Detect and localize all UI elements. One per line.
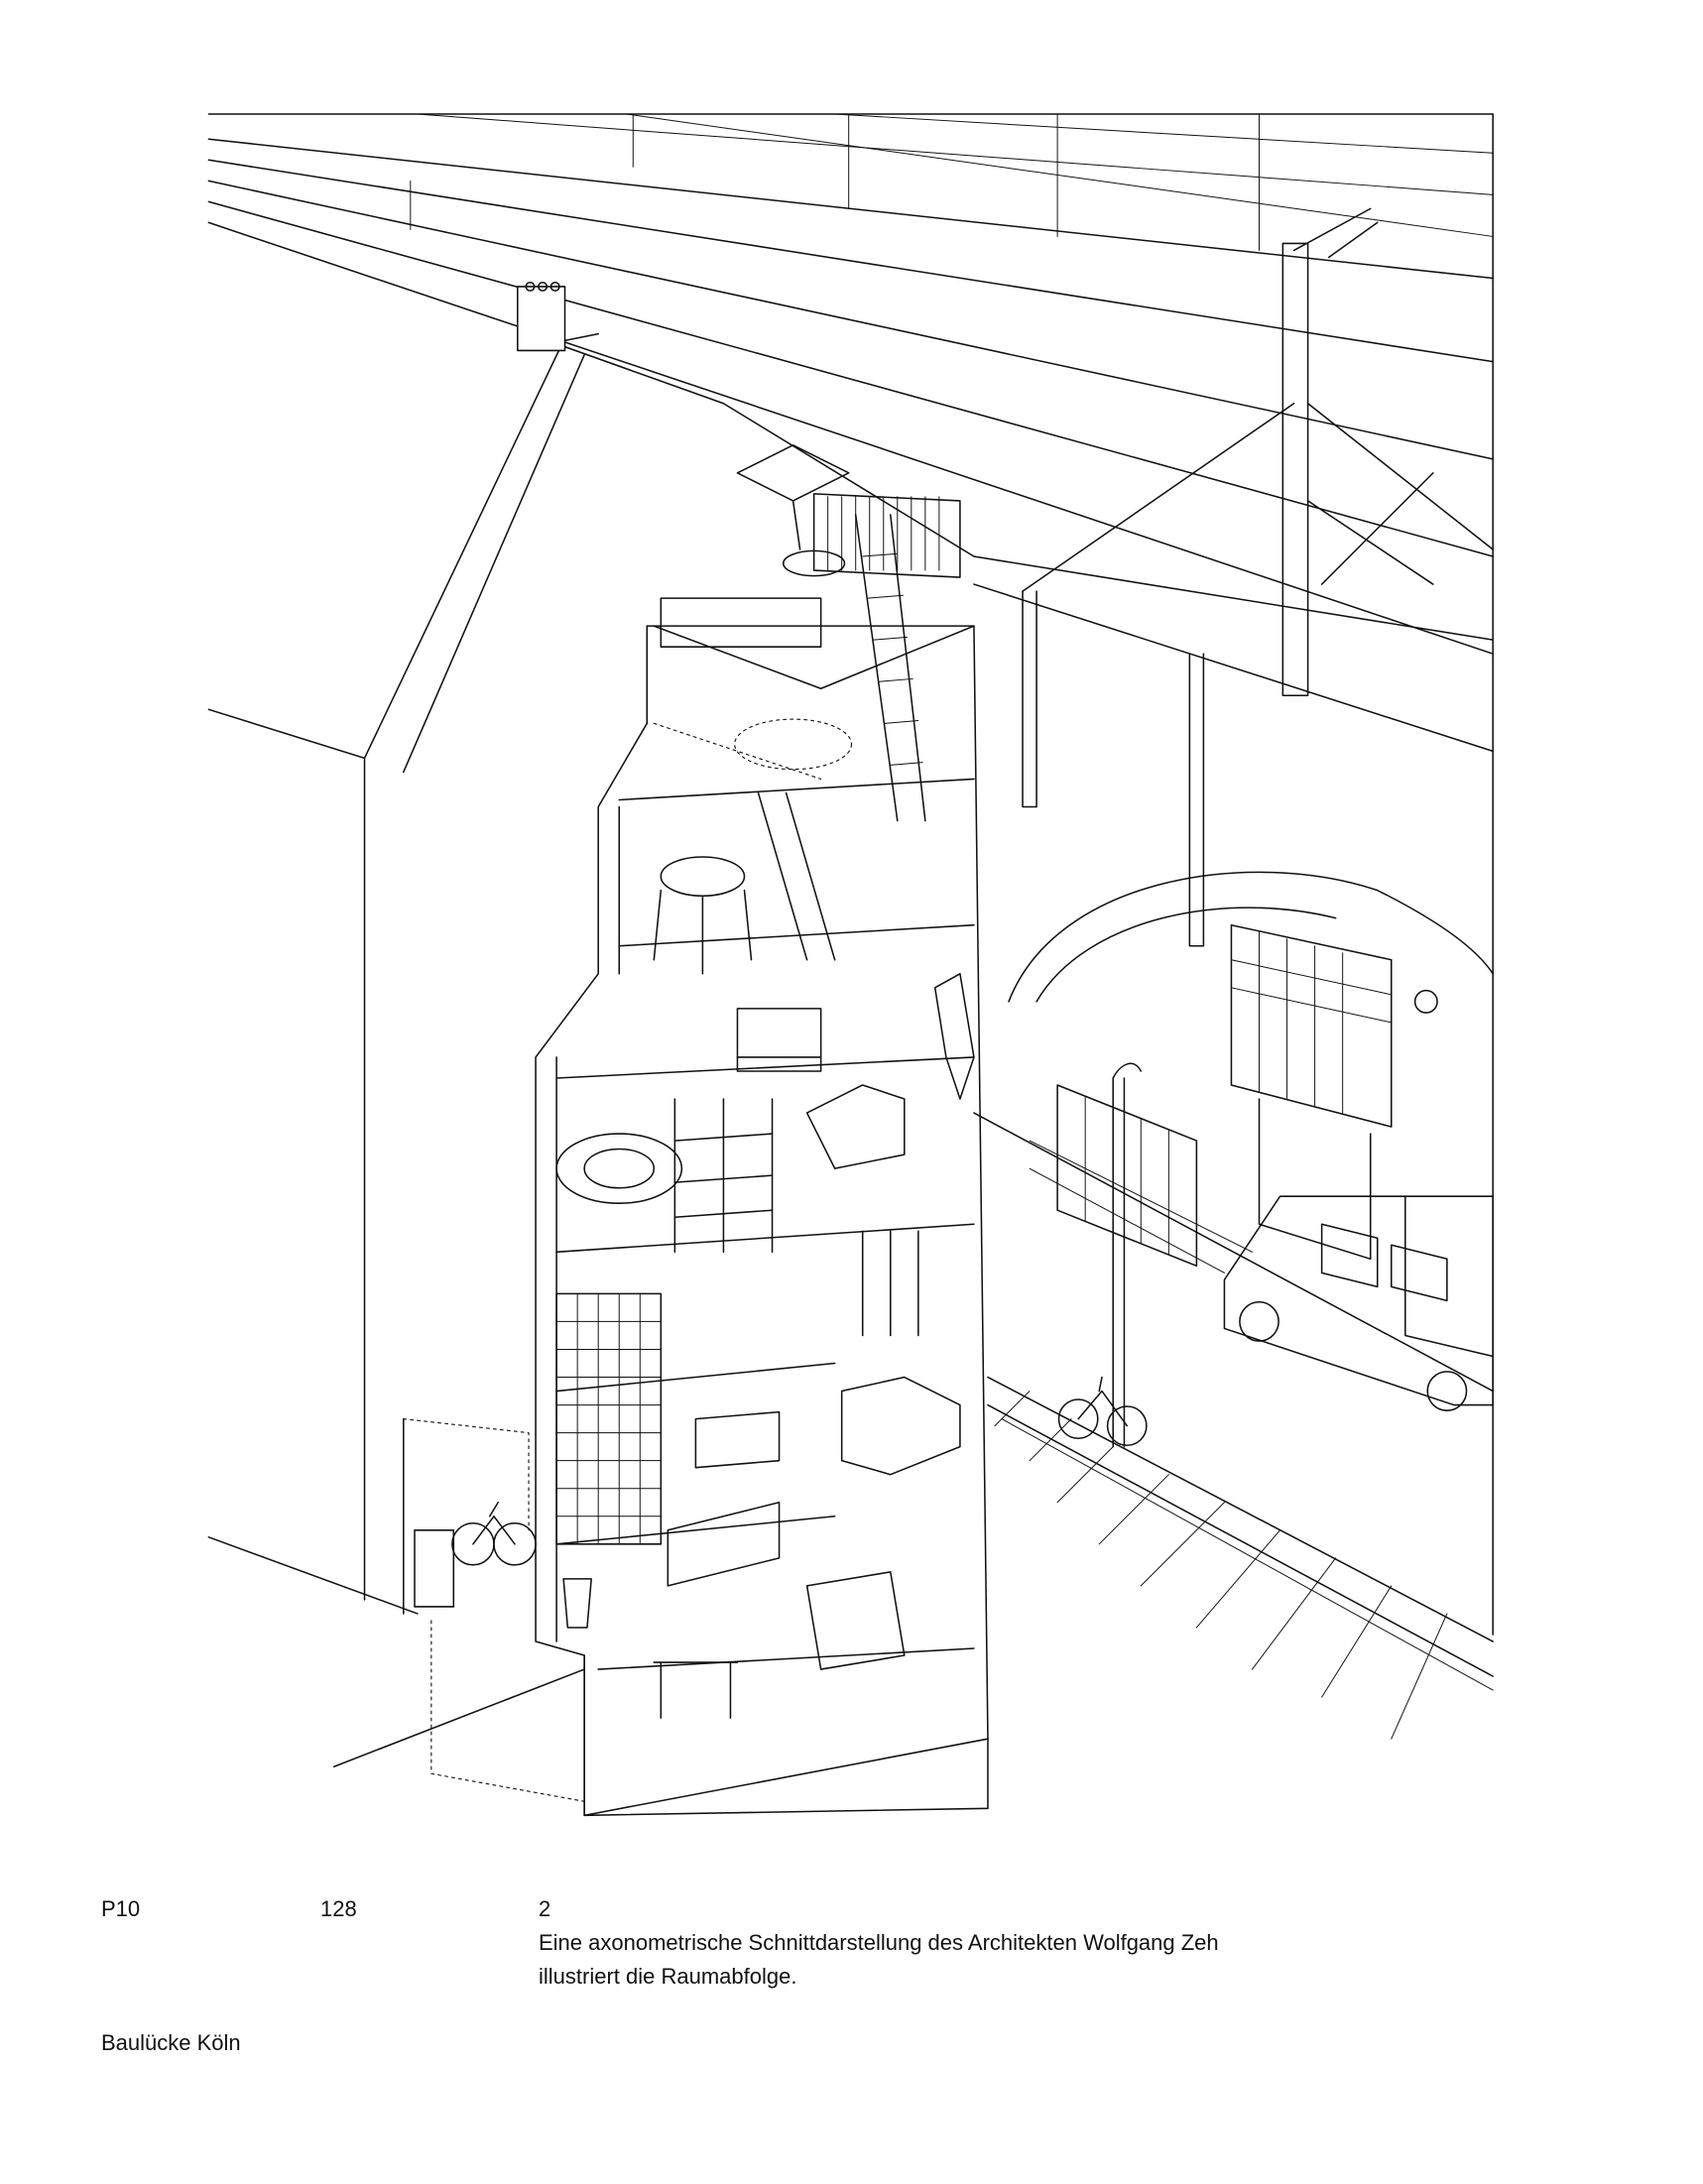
project-title: Baulücke Köln xyxy=(101,2030,241,2055)
page-number: 128 xyxy=(320,1896,357,1921)
figure-number: 2 xyxy=(539,1896,551,1921)
railway-bridge-structure xyxy=(207,113,1494,947)
house-section xyxy=(535,444,989,1817)
section-label: P10 xyxy=(101,1896,141,1921)
courtyard xyxy=(332,1417,592,1802)
street-scene xyxy=(973,113,1494,1740)
figure-caption-line-2: illustriert die Raumabfolge. xyxy=(539,1964,797,1989)
figure-caption-line-1: Eine axonometrische Schnittdarstellung d… xyxy=(539,1930,1219,1955)
neighbour-house xyxy=(207,281,599,1615)
